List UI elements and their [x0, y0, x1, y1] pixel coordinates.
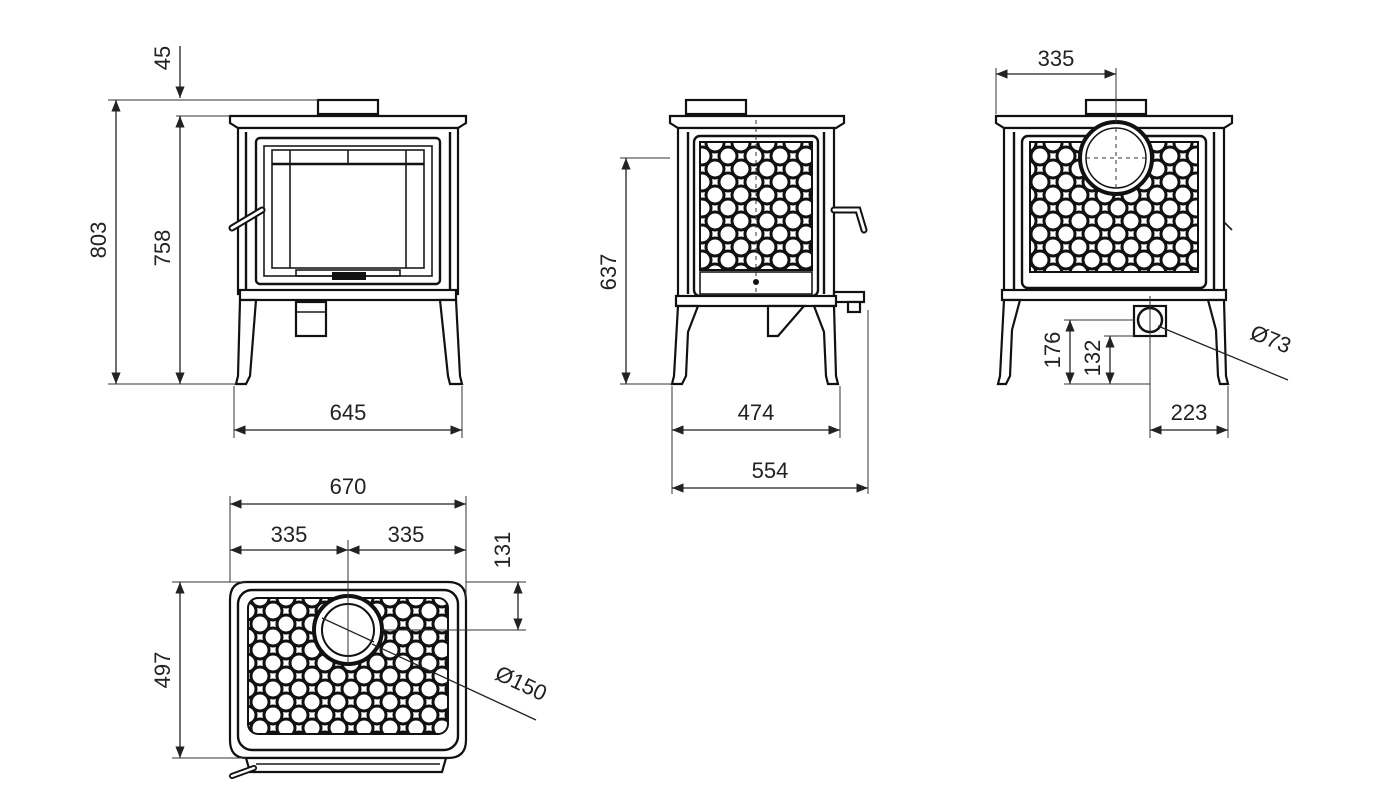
dim-rear-flue-offset: 335	[1038, 46, 1075, 71]
front-leg-left	[234, 298, 258, 386]
side-leg-right	[812, 304, 840, 386]
dim-rear-inlet-diameter: Ø73	[1247, 320, 1295, 359]
dim-side-door-height: 637	[596, 254, 621, 291]
dim-top-half-left: 335	[271, 522, 308, 547]
dim-rear-inlet-offset: 223	[1171, 400, 1208, 425]
front-leg-right	[438, 298, 464, 386]
dim-front-width: 645	[330, 400, 367, 425]
rear-view: 335 176 132 223 Ø73	[994, 46, 1295, 438]
dim-rear-inlet-center-height: 132	[1080, 340, 1105, 377]
side-view: 637 474 554	[596, 98, 869, 494]
side-leg-left	[670, 304, 700, 386]
top-view: 670 335 335 131 497 Ø150	[150, 474, 551, 779]
dim-front-total-height: 803	[86, 222, 111, 259]
dim-side-body-depth: 474	[738, 400, 775, 425]
dim-top-flue-diameter: Ø150	[491, 660, 550, 705]
dim-top-flue-center-depth: 131	[490, 532, 515, 569]
front-top-plate	[228, 114, 468, 130]
front-flue-collar	[316, 98, 380, 116]
dim-top-half-right: 335	[388, 522, 425, 547]
front-logo-badge	[332, 272, 366, 280]
dim-front-flue-height: 45	[150, 46, 175, 70]
dim-side-total-depth: 554	[752, 458, 789, 483]
dim-top-total-width: 670	[330, 474, 367, 499]
dim-rear-inlet-height: 176	[1040, 332, 1065, 369]
side-flue-collar	[684, 98, 748, 116]
front-view: 45 803 758 645	[86, 46, 468, 438]
dim-top-depth: 497	[150, 652, 175, 689]
dim-front-body-height: 758	[150, 230, 175, 267]
front-air-intake	[294, 300, 328, 338]
